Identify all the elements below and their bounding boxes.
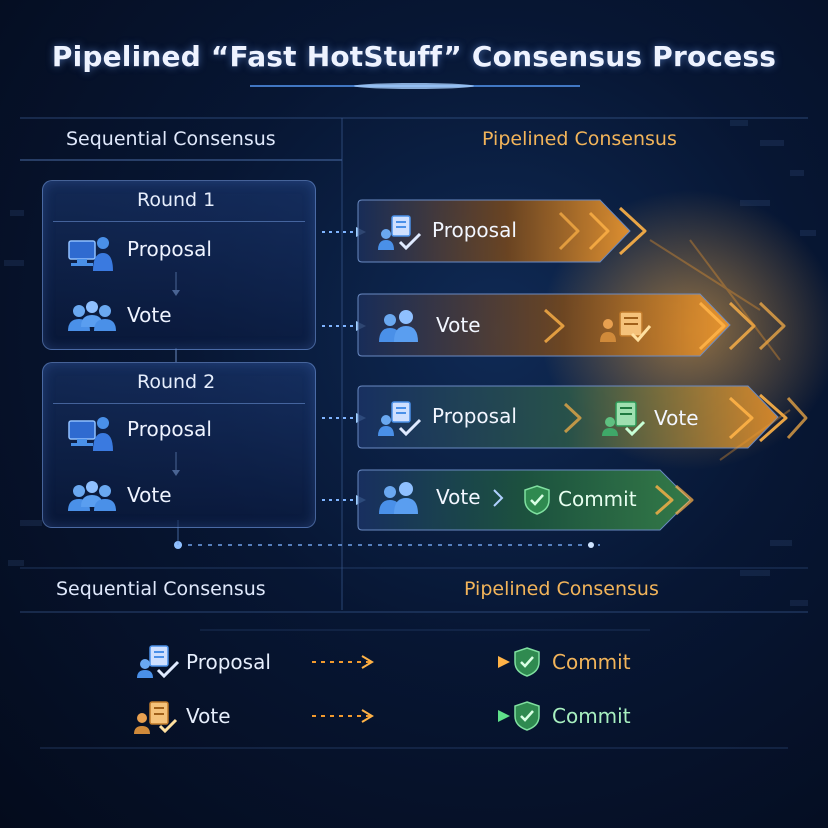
summary-row-1-to: Commit (552, 650, 631, 674)
pipeline-row-4-second-label: Commit (558, 487, 637, 511)
header-sequential: Sequential Consensus (66, 128, 276, 150)
vote-document-icon (134, 701, 178, 734)
proposal-check-icon (378, 215, 422, 251)
round-2-box: Round 2 Proposal Vote (42, 362, 316, 528)
shield-check-icon (514, 701, 540, 731)
round-1-vote-label: Vote (127, 303, 172, 327)
pipeline-row-2-label: Vote (436, 313, 481, 337)
pipeline-row-4-first-label: Vote (436, 485, 481, 509)
vote-document-icon (602, 401, 646, 437)
pipeline-row-3-second-label: Vote (654, 406, 699, 430)
users-icon (68, 481, 116, 511)
round-2-vote-label: Vote (127, 483, 172, 507)
proposal-check-icon (378, 401, 422, 437)
header-pipelined: Pipelined Consensus (482, 128, 677, 150)
users-icon (379, 310, 418, 342)
shield-check-icon (514, 647, 540, 677)
summary-row-1-from: Proposal (186, 650, 271, 674)
footer-header-sequential: Sequential Consensus (56, 578, 266, 600)
page-title: Pipelined “Fast HotStuff” Consensus Proc… (51, 40, 777, 73)
round-1-title: Round 1 (137, 189, 216, 211)
summary-row-2-to: Commit (552, 704, 631, 728)
shield-check-icon (524, 485, 550, 515)
round-2-title: Round 2 (137, 371, 216, 393)
summary-row-2-from: Vote (186, 704, 231, 728)
round-2-proposal-label: Proposal (127, 417, 212, 441)
proposal-check-icon (137, 645, 180, 679)
users-icon (379, 482, 418, 514)
pipeline-row-3-first-label: Proposal (432, 404, 517, 428)
proposal-icon (68, 237, 113, 271)
round-1-box: Round 1 Proposal Vote (42, 180, 316, 350)
pipeline-row-1-label: Proposal (432, 218, 517, 242)
vote-document-icon (600, 311, 652, 343)
footer-header-pipelined: Pipelined Consensus (464, 578, 659, 600)
proposal-icon (68, 417, 113, 451)
round-1-proposal-label: Proposal (127, 237, 212, 261)
users-icon (68, 301, 116, 331)
